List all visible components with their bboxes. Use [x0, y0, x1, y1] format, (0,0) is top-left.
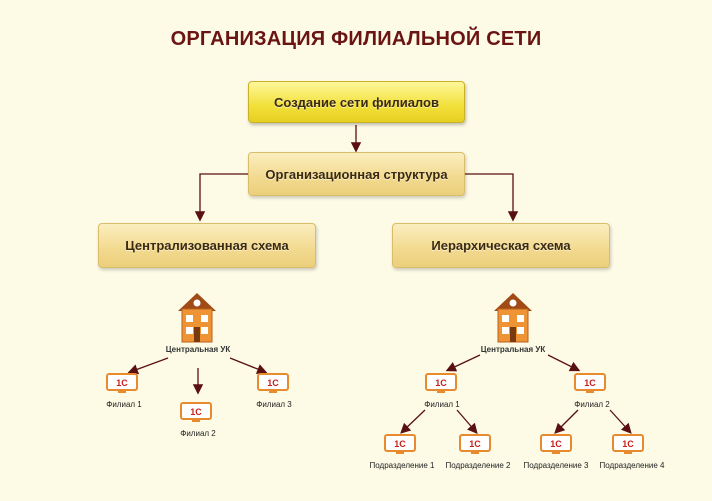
page-title: ОРГАНИЗАЦИЯ ФИЛИАЛЬНОЙ СЕТИ [170, 28, 542, 50]
hierarchical-box: Иерархическая схема [392, 223, 610, 268]
pc-logo: 1С [394, 439, 406, 449]
pc-logo: 1С [584, 378, 596, 388]
pc-logo: 1С [190, 407, 202, 417]
computer-1c-icon: 1С [425, 373, 457, 393]
building-icon [178, 293, 216, 343]
computer-1c-icon: 1С [459, 434, 491, 454]
pc-logo: 1С [267, 378, 279, 388]
right-sub3-label: Подразделение 3 [523, 461, 589, 470]
right-sub4-label: Подразделение 4 [599, 461, 665, 470]
left-hq-label: Центральная УК [165, 345, 231, 354]
right-branch1-label: Филиал 1 [424, 400, 460, 409]
right-sub1-label: Подразделение 1 [369, 461, 435, 470]
left-branch3-label: Филиал 3 [256, 400, 292, 409]
pc-logo: 1С [469, 439, 481, 449]
pc-logo: 1С [622, 439, 634, 449]
right-branch2-label: Филиал 2 [574, 400, 610, 409]
computer-1c-icon: 1С [106, 373, 138, 393]
pc-logo: 1С [550, 439, 562, 449]
pc-logo: 1С [435, 378, 447, 388]
computer-1c-icon: 1С [384, 434, 416, 454]
computer-1c-icon: 1С [257, 373, 289, 393]
computer-1c-icon: 1С [574, 373, 606, 393]
left-branch1-label: Филиал 1 [106, 400, 142, 409]
centralized-box: Централизованная схема [98, 223, 316, 268]
building-icon [494, 293, 532, 343]
computer-1c-icon: 1С [540, 434, 572, 454]
left-branch2-label: Филиал 2 [180, 429, 216, 438]
right-sub2-label: Подразделение 2 [445, 461, 511, 470]
computer-1c-icon: 1С [612, 434, 644, 454]
pc-logo: 1С [116, 378, 128, 388]
creation-box: Создание сети филиалов [248, 81, 465, 123]
computer-1c-icon: 1С [180, 402, 212, 422]
structure-box: Организационная структура [248, 152, 465, 196]
right-hq-label: Центральная УК [480, 345, 546, 354]
